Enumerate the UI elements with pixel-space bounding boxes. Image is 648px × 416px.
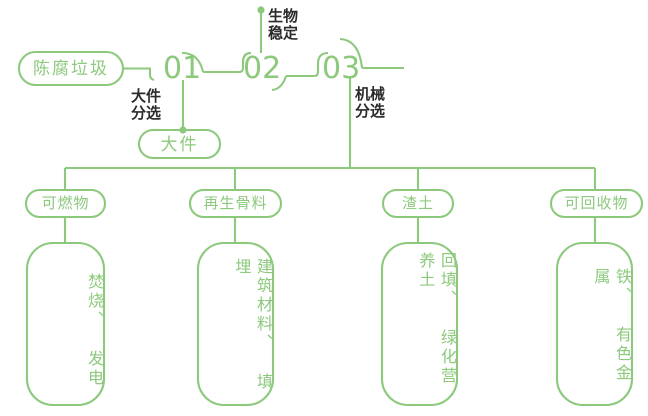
output-pill-outline-4[interactable] xyxy=(549,188,644,219)
output-pill-label-1[interactable]: 可燃物 xyxy=(41,195,90,212)
bulky-pill-label[interactable]: 大件 xyxy=(160,134,199,154)
stage-annotation-02: 生物 稳定 xyxy=(268,8,299,43)
detail-box-4[interactable] xyxy=(555,241,634,407)
output-pill-label-3[interactable]: 渣土 xyxy=(401,195,434,212)
stage-annotation-03: 机械 分选 xyxy=(355,86,386,121)
bulky-pill-outline[interactable] xyxy=(137,128,222,160)
stage-number-02[interactable]: 02 xyxy=(243,51,282,86)
stage-number-01[interactable]: 01 xyxy=(163,51,202,86)
stage2-bottom-arc xyxy=(271,75,288,92)
stage-annotation-01: 大件 分选 xyxy=(131,88,162,123)
detail-text-1[interactable]: 焚烧、 发电 xyxy=(85,272,102,388)
biostable-dot xyxy=(257,6,265,14)
detail-box-3[interactable] xyxy=(380,241,459,407)
connector-source-to-stage1 xyxy=(123,67,155,82)
stage3-top-arc xyxy=(339,37,364,69)
stage-number-03[interactable]: 03 xyxy=(322,51,361,86)
output-pill-label-2[interactable]: 再生骨料 xyxy=(203,195,268,212)
stage1-top-arc xyxy=(181,51,205,73)
detail-box-2[interactable] xyxy=(196,241,275,407)
detail-box-1[interactable] xyxy=(25,241,106,407)
detail-text-4[interactable]: 铁、 有色金属 xyxy=(591,268,630,383)
stage2-left-arc xyxy=(241,51,252,63)
output-pill-label-4[interactable]: 可回收物 xyxy=(564,195,629,212)
detail-text-2[interactable]: 建筑材料、 填埋 xyxy=(232,258,271,392)
connector-stage2-to-stage3 xyxy=(286,51,329,78)
detail-text-3[interactable]: 回填、 绿化营养土 xyxy=(416,252,455,386)
source-pill-label[interactable]: 陈腐垃圾 xyxy=(33,59,109,78)
